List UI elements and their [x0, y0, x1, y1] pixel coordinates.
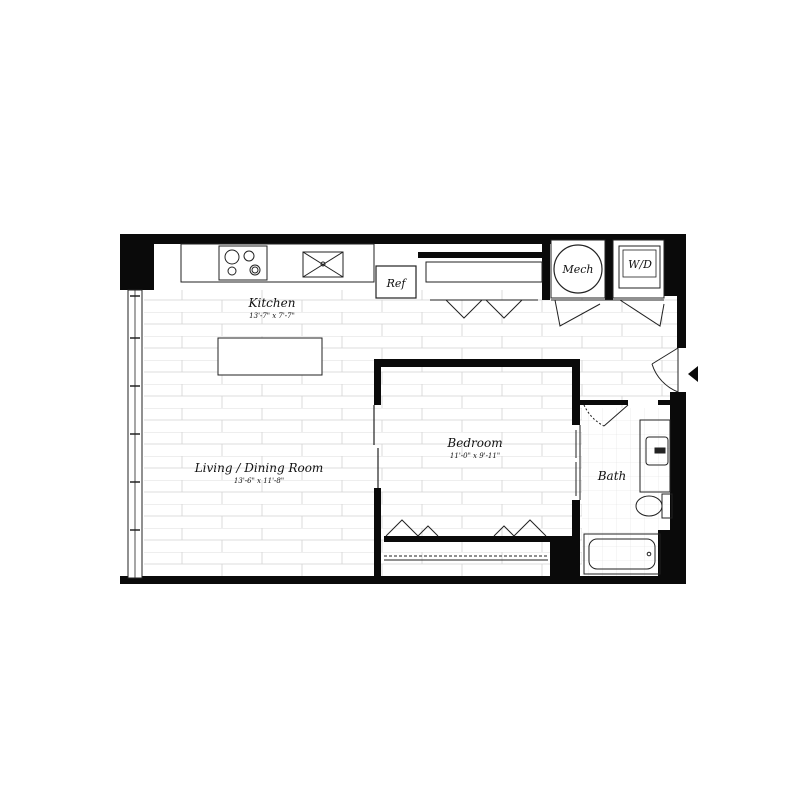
- utility-doors: [551, 299, 665, 327]
- wall-bedroom-left-lower: [374, 488, 381, 578]
- floor-finish: [144, 290, 678, 578]
- wall-ref-top: [418, 252, 542, 258]
- walls: [120, 234, 686, 584]
- kitchen-counter: [180, 243, 375, 283]
- bathroom-vanity: [639, 419, 671, 493]
- ref-label: Ref: [386, 277, 408, 290]
- wall-mech-left: [542, 240, 550, 300]
- bedroom-label: Bedroom: [446, 436, 502, 450]
- wall-bath-top: [580, 400, 628, 405]
- wall-bottom: [120, 576, 686, 584]
- faucet-icon: [654, 447, 666, 454]
- wall-bedroom-right-upper: [572, 359, 580, 425]
- mech-closet: Mech: [550, 239, 606, 299]
- column-top-left: [120, 234, 154, 290]
- wall-bedroom-left-upper: [374, 359, 381, 405]
- window-left: [127, 289, 143, 579]
- cooktop-icon: [218, 245, 268, 281]
- pantry-closet: [425, 261, 543, 319]
- wall-bedroom-top: [374, 359, 580, 367]
- wall-top: [120, 234, 686, 244]
- washer-dryer: W/D: [612, 239, 665, 299]
- column-closet: [550, 536, 580, 582]
- bedroom-dims: 11'-0" x 9'-11": [450, 452, 500, 460]
- kitchen-island: [217, 337, 323, 376]
- kitchen-sink-icon: [302, 251, 344, 278]
- bath-label: Bath: [597, 469, 627, 483]
- bedroom-sliding-door: [373, 405, 379, 488]
- toilet-icon: [635, 493, 673, 519]
- kitchen-label: Kitchen: [248, 296, 296, 310]
- living-dims: 13'-6" x 11'-8": [234, 477, 284, 485]
- wall-closet: [384, 536, 580, 542]
- column-bottom-right: [658, 530, 686, 584]
- bath-door: [575, 404, 629, 500]
- wall-mech-wd: [605, 240, 613, 300]
- kitchen-dims: 13'-7" x 7'-7": [249, 312, 295, 320]
- living-label: Living / Dining Room: [194, 461, 324, 475]
- bathtub-icon: [583, 533, 661, 575]
- wall-bath-top-right: [658, 400, 678, 405]
- wd-label: W/D: [628, 258, 652, 271]
- wall-right-upper: [677, 234, 686, 348]
- wall-bedroom-right-lower: [572, 500, 580, 536]
- mech-label: Mech: [561, 263, 593, 276]
- entry-door: [651, 347, 679, 393]
- entry-arrow-icon: [688, 366, 698, 382]
- room-labels: Kitchen 13'-7" x 7'-7" Living / Dining R…: [194, 296, 627, 485]
- bedroom-closet: [384, 519, 548, 561]
- refrigerator: Ref: [375, 265, 417, 299]
